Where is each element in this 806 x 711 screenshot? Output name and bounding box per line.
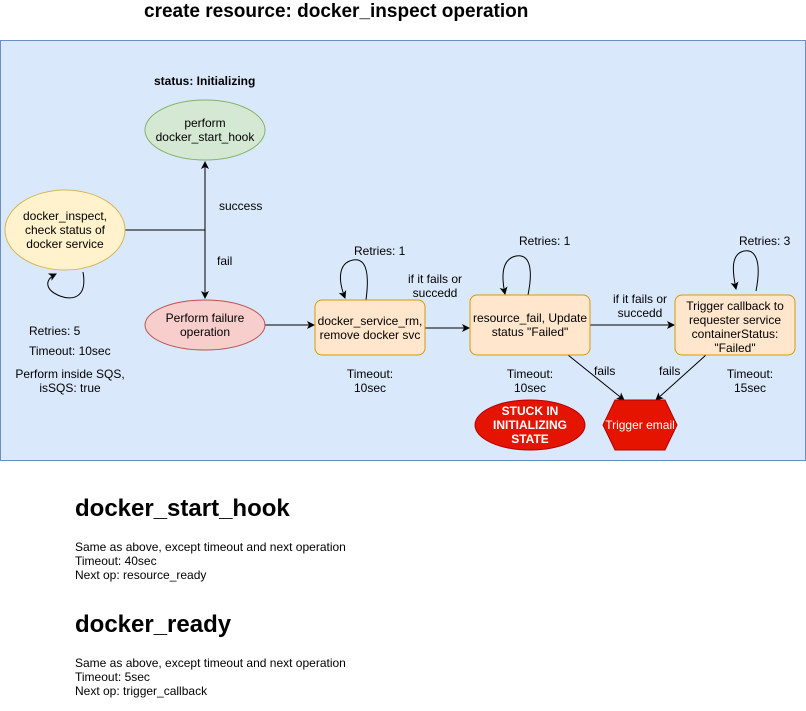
- timeout-inspect: Timeout: 10sec: [29, 344, 111, 358]
- node-service-rm: docker_service_rm, remove docker svc: [317, 313, 423, 342]
- retries-fail: Retries: 1: [519, 234, 571, 248]
- section-heading-ready: docker_ready: [75, 611, 232, 638]
- section-body-ready: Same as above, except timeout and next o…: [75, 656, 346, 698]
- node-trigger-email-shape: [602, 399, 678, 451]
- sqs-inspect: Perform inside SQS, isSQS: true: [15, 367, 125, 395]
- node-failure-op: Perform failure operation: [165, 311, 245, 339]
- section-body-start-hook: Same as above, except timeout and next o…: [75, 540, 346, 582]
- status-label: status: Initializing: [154, 74, 256, 88]
- edge-callback-to-email: [655, 354, 707, 401]
- node-trigger-callback: Trigger callback to requester service co…: [686, 299, 784, 355]
- node-service-rm-shape: [314, 299, 426, 356]
- timeout-rm: Timeout: 10sec: [346, 367, 394, 395]
- node-start-hook: perform docker_start_hook: [155, 116, 255, 144]
- timeout-fail: Timeout: 10sec: [506, 367, 554, 395]
- retries-inspect: Retries: 5: [29, 324, 81, 338]
- retries-rm: Retries: 1: [354, 244, 406, 258]
- loop-callback: [730, 250, 759, 292]
- retries-callback: Retries: 3: [739, 234, 791, 248]
- node-inspect: docker_inspect, check status of docker s…: [22, 209, 108, 251]
- edge-label-if-fails-2: if it fails or succedd: [612, 292, 667, 320]
- node-resource-fail-shape: [469, 294, 591, 356]
- node-stuck-shape: [474, 399, 586, 451]
- edge-label-if-fails-1: if it fails or succedd: [407, 272, 462, 300]
- section-line: Same as above, except timeout and next o…: [75, 656, 346, 670]
- node-resource-fail: resource_fail, Update status "Failed": [472, 311, 588, 339]
- node-inspect-shape: [4, 189, 126, 271]
- node-failure-op-shape: [144, 299, 266, 351]
- node-stuck: STUCK IN INITIALIZING STATE: [493, 404, 567, 446]
- edge-label-success: success: [219, 199, 263, 213]
- page-title: create resource: docker_inspect operatio…: [144, 1, 529, 22]
- section-heading-start-hook: docker_start_hook: [75, 495, 290, 522]
- section-line: Same as above, except timeout and next o…: [75, 540, 346, 554]
- section-line: Next op: resource_ready: [75, 568, 207, 582]
- node-trigger-callback-shape: [674, 294, 796, 356]
- node-start-hook-shape: [144, 99, 266, 161]
- loop-rm: [338, 259, 368, 301]
- loop-fail: [499, 255, 531, 296]
- section-line: Next op: trigger_callback: [75, 684, 208, 698]
- edge-label-fails-1: fails: [594, 364, 616, 378]
- section-line: Timeout: 40sec: [75, 554, 157, 568]
- edge-fail-to-email: [567, 354, 625, 401]
- timeout-callback: Timeout: 15sec: [726, 367, 774, 395]
- edge-label-fails-2: fails: [659, 364, 681, 378]
- node-trigger-email: Trigger email: [605, 418, 675, 432]
- section-line: Timeout: 5sec: [75, 670, 150, 684]
- loop-inspect: [47, 271, 85, 299]
- edge-label-fail: fail: [217, 254, 233, 268]
